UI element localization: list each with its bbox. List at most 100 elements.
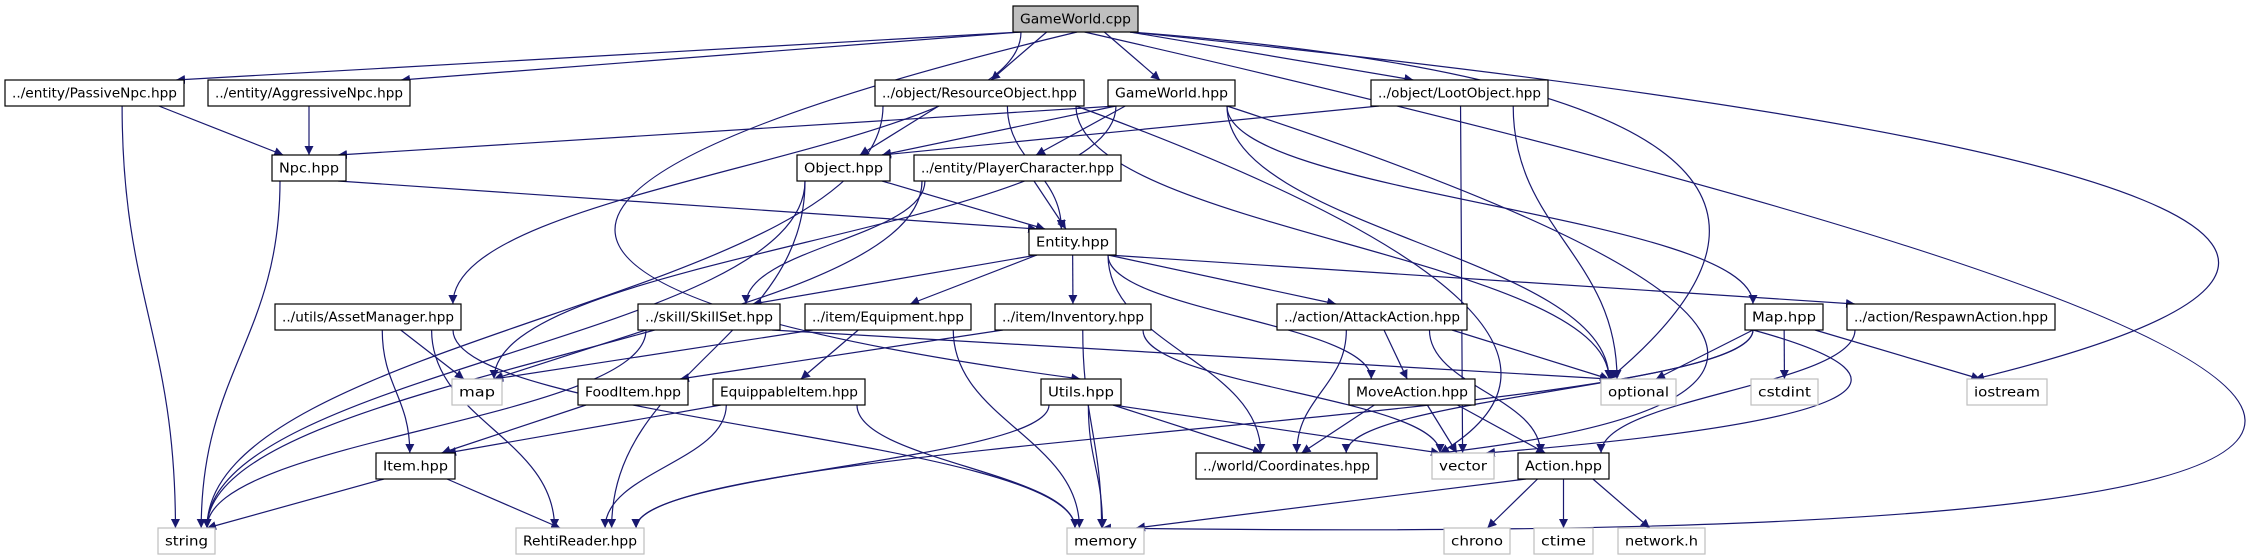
- node-ctime[interactable]: ctime: [1533, 527, 1594, 555]
- node-box: [1107, 79, 1236, 107]
- node-box: [994, 303, 1152, 331]
- edge-gwhpp-to-object: [881, 105, 1117, 158]
- edge-entity-to-respawn: [1107, 254, 1856, 308]
- node-box: [1066, 527, 1145, 555]
- node-asset[interactable]: ../utils/AssetManager.hpp: [274, 303, 462, 331]
- node-string[interactable]: string: [157, 527, 216, 555]
- node-label: chrono: [1451, 535, 1503, 550]
- node-aggr[interactable]: ../entity/AggressiveNpc.hpp: [207, 79, 411, 107]
- node-gwcpp[interactable]: GameWorld.cpp: [1012, 5, 1139, 33]
- node-label: map: [459, 386, 495, 401]
- node-iostream[interactable]: iostream: [1966, 378, 2048, 406]
- node-box: [1966, 378, 2048, 406]
- node-player[interactable]: ../entity/PlayerCharacter.hpp: [913, 154, 1122, 182]
- edge-gwcpp-to-iostream: [1129, 31, 2220, 382]
- edge-gwhpp-to-vector: [1226, 105, 1709, 457]
- node-box: [1012, 5, 1139, 33]
- edge-asset-to-rehti: [431, 329, 560, 529]
- node-skill[interactable]: ../skill/SkillSet.hpp: [637, 303, 781, 331]
- edge-entity-to-move: [1107, 254, 1376, 380]
- node-equipitem[interactable]: EquippableItem.hpp: [712, 378, 866, 406]
- edge-equip-to-memory: [952, 329, 1084, 529]
- node-rehti[interactable]: RehtiReader.hpp: [515, 527, 645, 555]
- node-box: [1517, 452, 1610, 480]
- node-box: [1028, 228, 1117, 256]
- node-entity[interactable]: Entity.hpp: [1028, 228, 1117, 256]
- node-passive[interactable]: ../entity/PassiveNpc.hpp: [4, 79, 185, 107]
- node-box: [1040, 378, 1122, 406]
- node-inv[interactable]: ../item/Inventory.hpp: [994, 303, 1152, 331]
- node-label: vector: [1439, 460, 1488, 475]
- node-chrono[interactable]: chrono: [1443, 527, 1511, 555]
- nodes-layer: GameWorld.cpp ../entity/PassiveNpc.hpp ../…: [4, 5, 2056, 555]
- node-resobj[interactable]: ../object/ResourceObject.hpp: [874, 79, 1085, 107]
- edge-resobj-to-object: [859, 105, 940, 156]
- node-box: [1195, 452, 1378, 480]
- node-box: [1744, 303, 1824, 331]
- node-object[interactable]: Object.hpp: [796, 154, 891, 182]
- node-label: ../entity/PassiveNpc.hpp: [12, 87, 177, 102]
- edge-inv-to-vector: [1142, 329, 1445, 454]
- node-optional[interactable]: optional: [1600, 378, 1677, 406]
- node-box: [515, 527, 645, 555]
- edge-inv-to-food: [679, 329, 1004, 383]
- edge-item-to-rehti: [446, 478, 561, 529]
- node-network[interactable]: network.h: [1617, 527, 1706, 555]
- edge-item-to-string: [206, 478, 385, 530]
- node-label: Item.hpp: [383, 460, 448, 475]
- node-cstdint[interactable]: cstdint: [1750, 378, 1819, 406]
- node-box: [451, 378, 503, 406]
- node-box: [1370, 79, 1549, 107]
- edge-gwhpp-to-map: [489, 105, 1117, 380]
- node-loot[interactable]: ../object/LootObject.hpp: [1370, 79, 1549, 107]
- edge-resobj-to-vector: [1075, 105, 1502, 454]
- node-label: network.h: [1625, 535, 1698, 550]
- node-label: ../item/Inventory.hpp: [1002, 311, 1144, 326]
- node-respawn[interactable]: ../action/RespawnAction.hpp: [1846, 303, 2056, 331]
- edge-maphpp-to-iostream: [1814, 329, 1981, 381]
- node-label: Utils.hpp: [1048, 386, 1114, 401]
- node-label: ctime: [1541, 535, 1586, 550]
- node-box: [1846, 303, 2056, 331]
- node-map[interactable]: map: [451, 378, 503, 406]
- node-label: ../world/Coordinates.hpp: [1203, 460, 1370, 475]
- edge-gwcpp-to-aggr: [400, 31, 1022, 84]
- edge-npc-to-string: [196, 180, 281, 529]
- edge-entity-to-skill: [752, 254, 1038, 307]
- node-coords[interactable]: ../world/Coordinates.hpp: [1195, 452, 1378, 480]
- node-label: Map.hpp: [1752, 311, 1816, 326]
- node-item[interactable]: Item.hpp: [375, 452, 456, 480]
- edge-gwcpp-to-loot: [1129, 31, 1414, 83]
- node-utils[interactable]: Utils.hpp: [1040, 378, 1122, 406]
- node-gwhpp[interactable]: GameWorld.hpp: [1107, 79, 1236, 107]
- edge-gwcpp-to-resobj: [990, 31, 1048, 81]
- node-move[interactable]: MoveAction.hpp: [1348, 378, 1476, 406]
- node-label: MoveAction.hpp: [1356, 386, 1468, 401]
- edge-maphpp-to-optional: [1655, 329, 1754, 380]
- node-action[interactable]: Action.hpp: [1517, 452, 1610, 480]
- edge-loot-to-optional: [1512, 105, 1622, 380]
- node-box: [637, 303, 781, 331]
- node-box: [1600, 378, 1677, 406]
- node-box: [157, 527, 216, 555]
- node-attack[interactable]: ../action/AttackAction.hpp: [1276, 303, 1468, 331]
- edge-attack-to-optional: [1451, 329, 1610, 381]
- node-equip[interactable]: ../item/Equipment.hpp: [804, 303, 972, 331]
- node-maphpp[interactable]: Map.hpp: [1744, 303, 1824, 331]
- node-label: ../object/LootObject.hpp: [1378, 87, 1541, 102]
- node-food[interactable]: FoodItem.hpp: [577, 378, 689, 406]
- edge-move-to-action: [1457, 404, 1546, 454]
- node-box: [577, 378, 689, 406]
- node-memory[interactable]: memory: [1066, 527, 1145, 555]
- node-npc[interactable]: Npc.hpp: [271, 154, 347, 182]
- edge-equip-to-map: [493, 329, 814, 383]
- edge-resobj-to-optional: [1075, 105, 1614, 380]
- edge-gwhpp-to-maphpp: [1226, 105, 1758, 305]
- edge-attack-to-action: [1428, 329, 1546, 454]
- node-vector[interactable]: vector: [1431, 452, 1495, 480]
- node-label: ../object/ResourceObject.hpp: [882, 87, 1077, 102]
- edge-gwhpp-to-npc: [337, 105, 1117, 159]
- edge-player-to-skill: [741, 180, 926, 305]
- node-box: [1443, 527, 1511, 555]
- edge-equipitem-to-rehti: [600, 404, 727, 529]
